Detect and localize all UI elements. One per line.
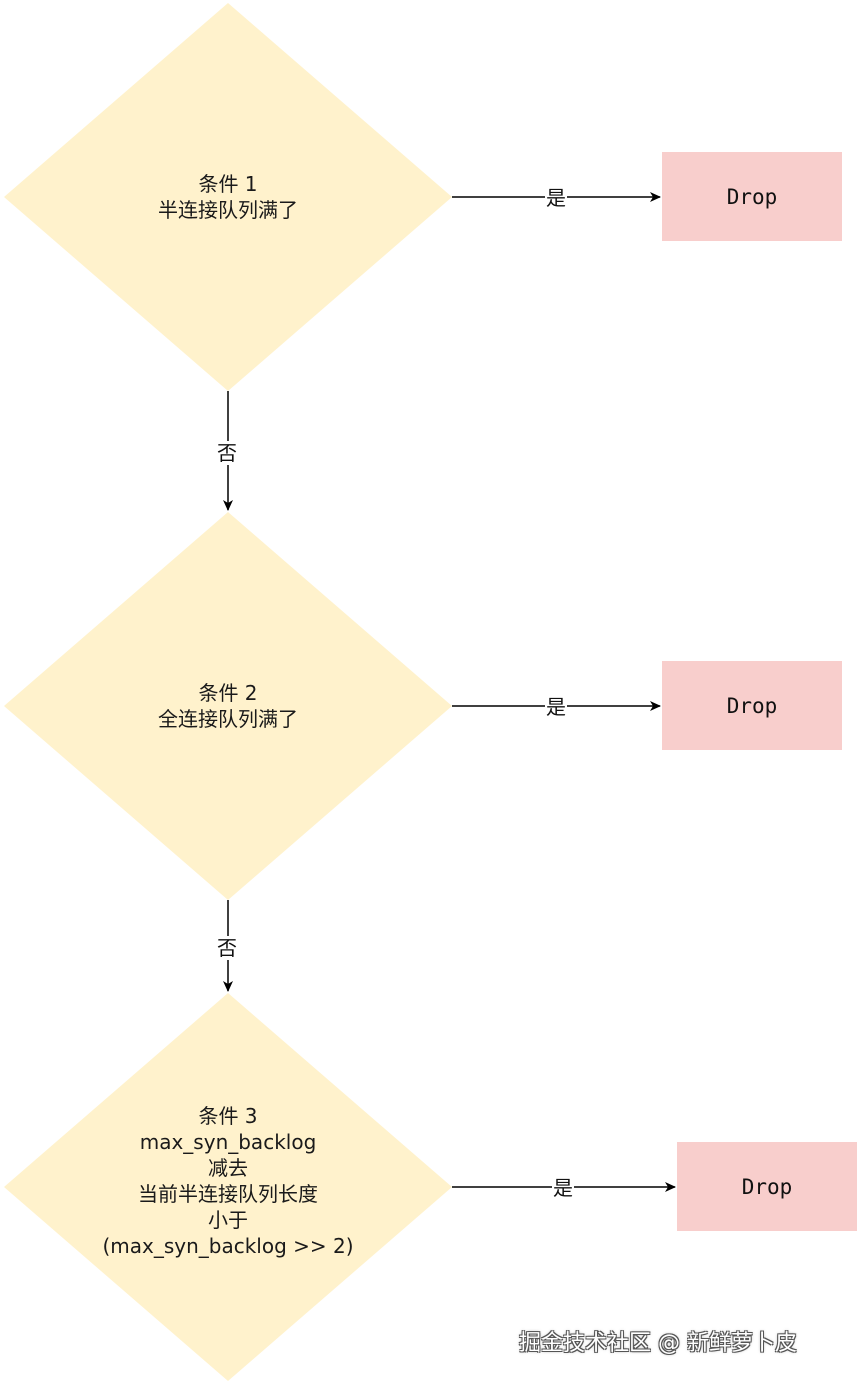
drop-label-2: Drop [726,693,778,718]
drop-label-1: Drop [726,184,778,209]
watermark: 掘金技术社区 @ 新鲜萝卜皮 [519,1331,797,1356]
decision-diamond-1 [4,3,452,391]
no-label-2: 否 [216,936,238,960]
decision-2-line-2: 全连接队列满了 [158,707,298,731]
decision-3-line-4: 当前半连接队列长度 [138,1182,318,1206]
drop-box-1 [662,152,842,241]
decision-3-line-5: 小于 [208,1208,248,1232]
drop-box-2 [662,661,842,750]
decision-1-line-1: 条件 1 [198,172,258,196]
decision-1-line-2: 半连接队列满了 [158,198,298,222]
decision-3-line-3: 减去 [208,1156,248,1180]
no-label-1: 否 [216,441,238,465]
decision-text-2: 条件 2 全连接队列满了 [0,680,456,732]
decision-text-1: 条件 1 半连接队列满了 [0,171,456,223]
drop-box-3 [677,1142,857,1231]
decision-3-line-6: (max_syn_backlog >> 2) [102,1234,354,1258]
yes-label-1: 是 [545,186,567,210]
decision-3-line-2: max_syn_backlog [139,1130,317,1154]
decision-diamond-3 [4,993,452,1381]
yes-label-3: 是 [552,1176,574,1200]
decision-3-line-1: 条件 3 [198,1104,258,1128]
yes-label-2: 是 [545,695,567,719]
drop-label-3: Drop [741,1174,793,1199]
decision-2-line-1: 条件 2 [198,681,258,705]
decision-diamond-2 [4,512,452,900]
decision-text-3: 条件 3 max_syn_backlog 减去 当前半连接队列长度 小于 (ma… [0,1103,456,1259]
